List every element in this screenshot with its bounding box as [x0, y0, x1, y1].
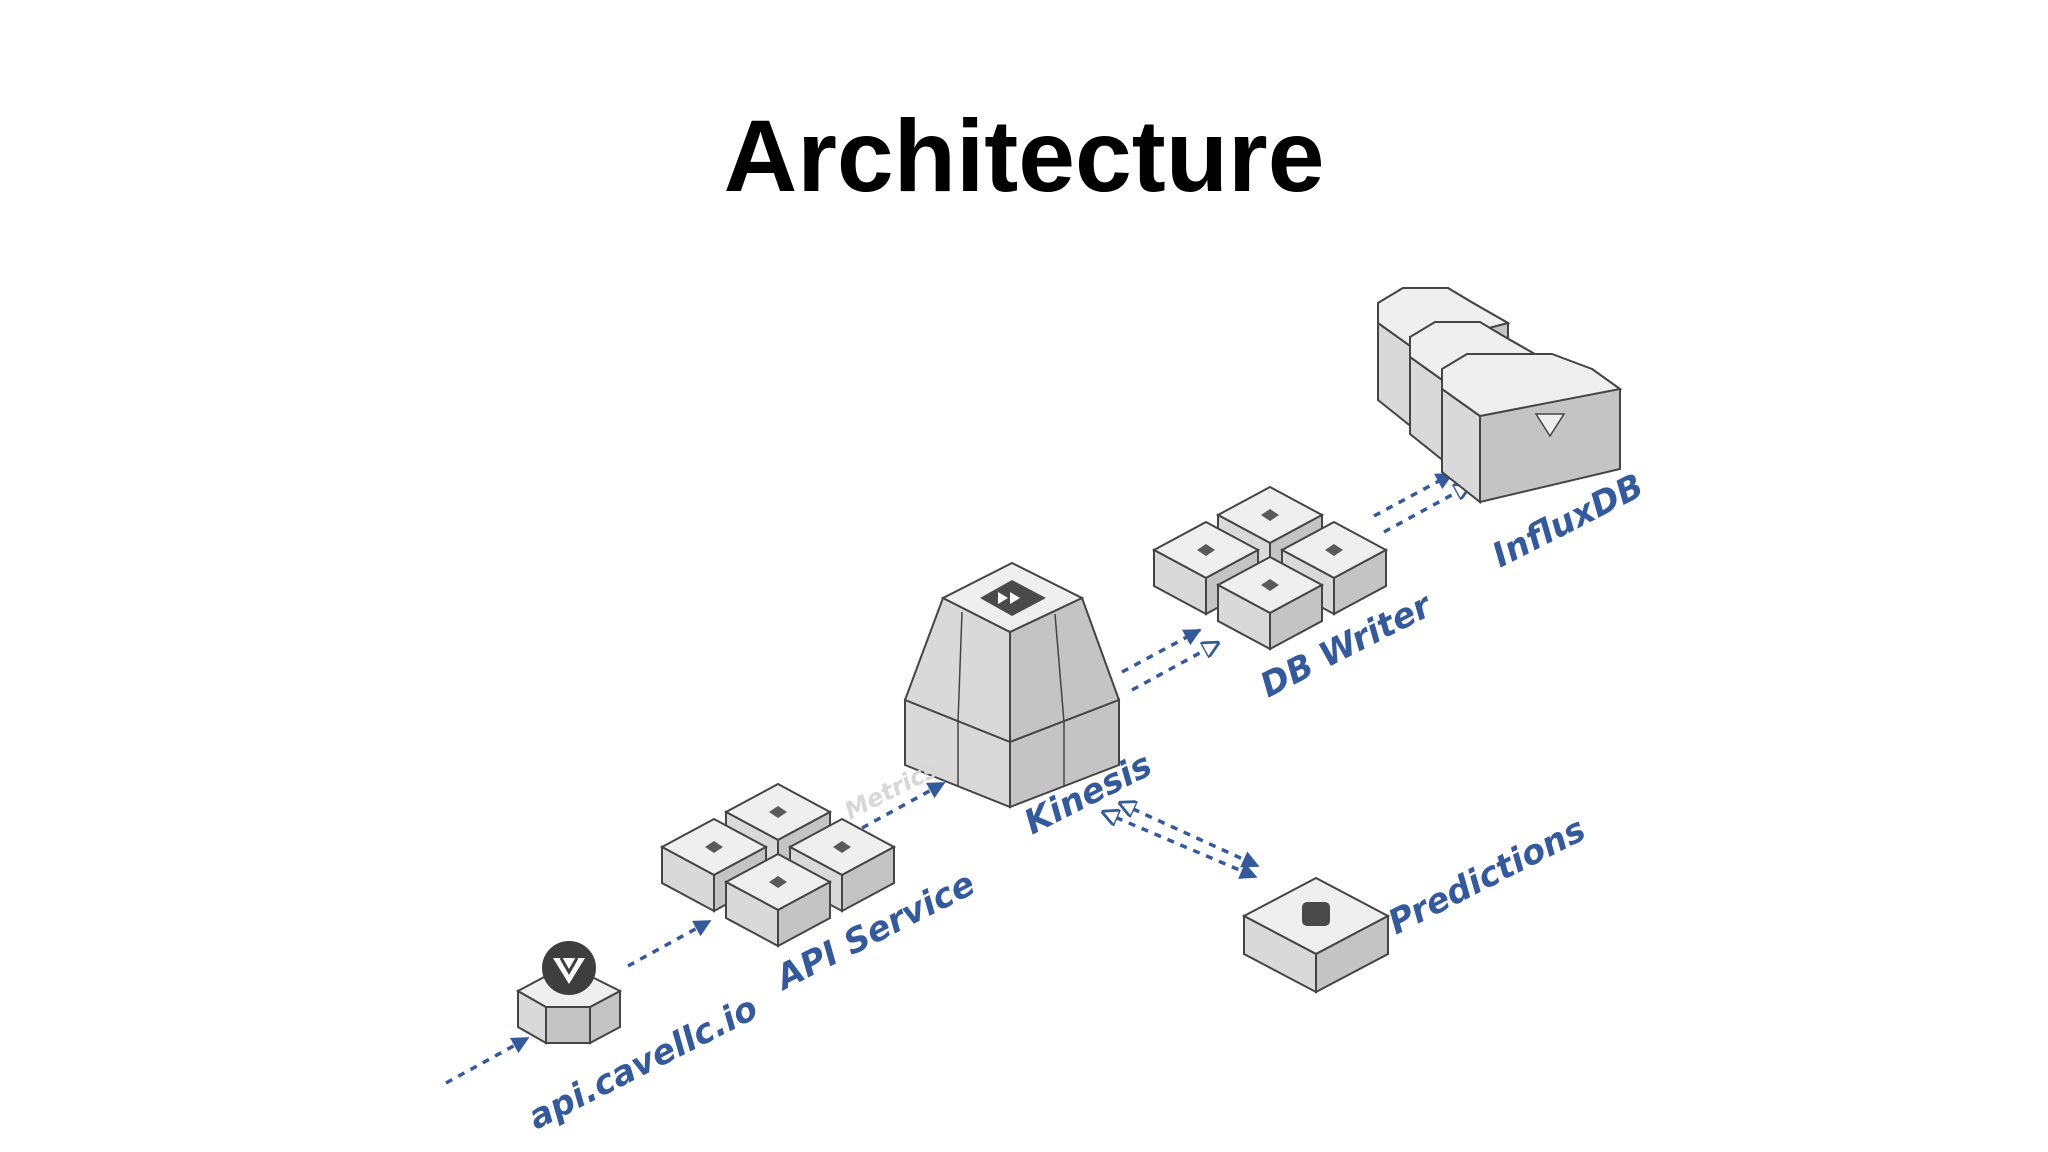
api-service-block-front: [723, 852, 833, 948]
api-endpoint-icon: [542, 941, 596, 995]
arrow-db-writer-to-influxdb: [1373, 472, 1454, 518]
label-predictions: Predictions: [1382, 810, 1592, 944]
kinesis-node: [903, 561, 1121, 809]
arrow-kinesis-predictions: [1103, 812, 1256, 877]
arrow-db-writer-to-influxdb-return: [1383, 485, 1470, 534]
db-writer-node: [1151, 485, 1389, 651]
influxdb-shard-front: [1441, 353, 1623, 505]
arrow-endpoint-to-api-service: [627, 919, 712, 968]
influxdb-node: [1377, 287, 1623, 505]
label-metrics-edge: Metrics: [840, 755, 942, 825]
flow-arrows: [445, 472, 1470, 1085]
arrow-kinesis-to-db-writer: [1121, 628, 1202, 674]
predictions-node: [1241, 876, 1391, 994]
arrow-client-to-endpoint: [445, 1036, 530, 1085]
arrow-api-service-to-kinesis: [861, 781, 946, 830]
db-writer-block-front: [1215, 555, 1325, 651]
api-service-node: [659, 782, 897, 948]
arrow-kinesis-predictions-return: [1120, 803, 1258, 868]
kinesis-stream-icon: [980, 580, 1046, 616]
arrow-kinesis-to-db-writer-return: [1131, 643, 1218, 692]
slide-title: Architecture: [723, 99, 1325, 213]
api-endpoint-node: [515, 941, 623, 1045]
endpoint-front-face: [545, 1006, 591, 1044]
